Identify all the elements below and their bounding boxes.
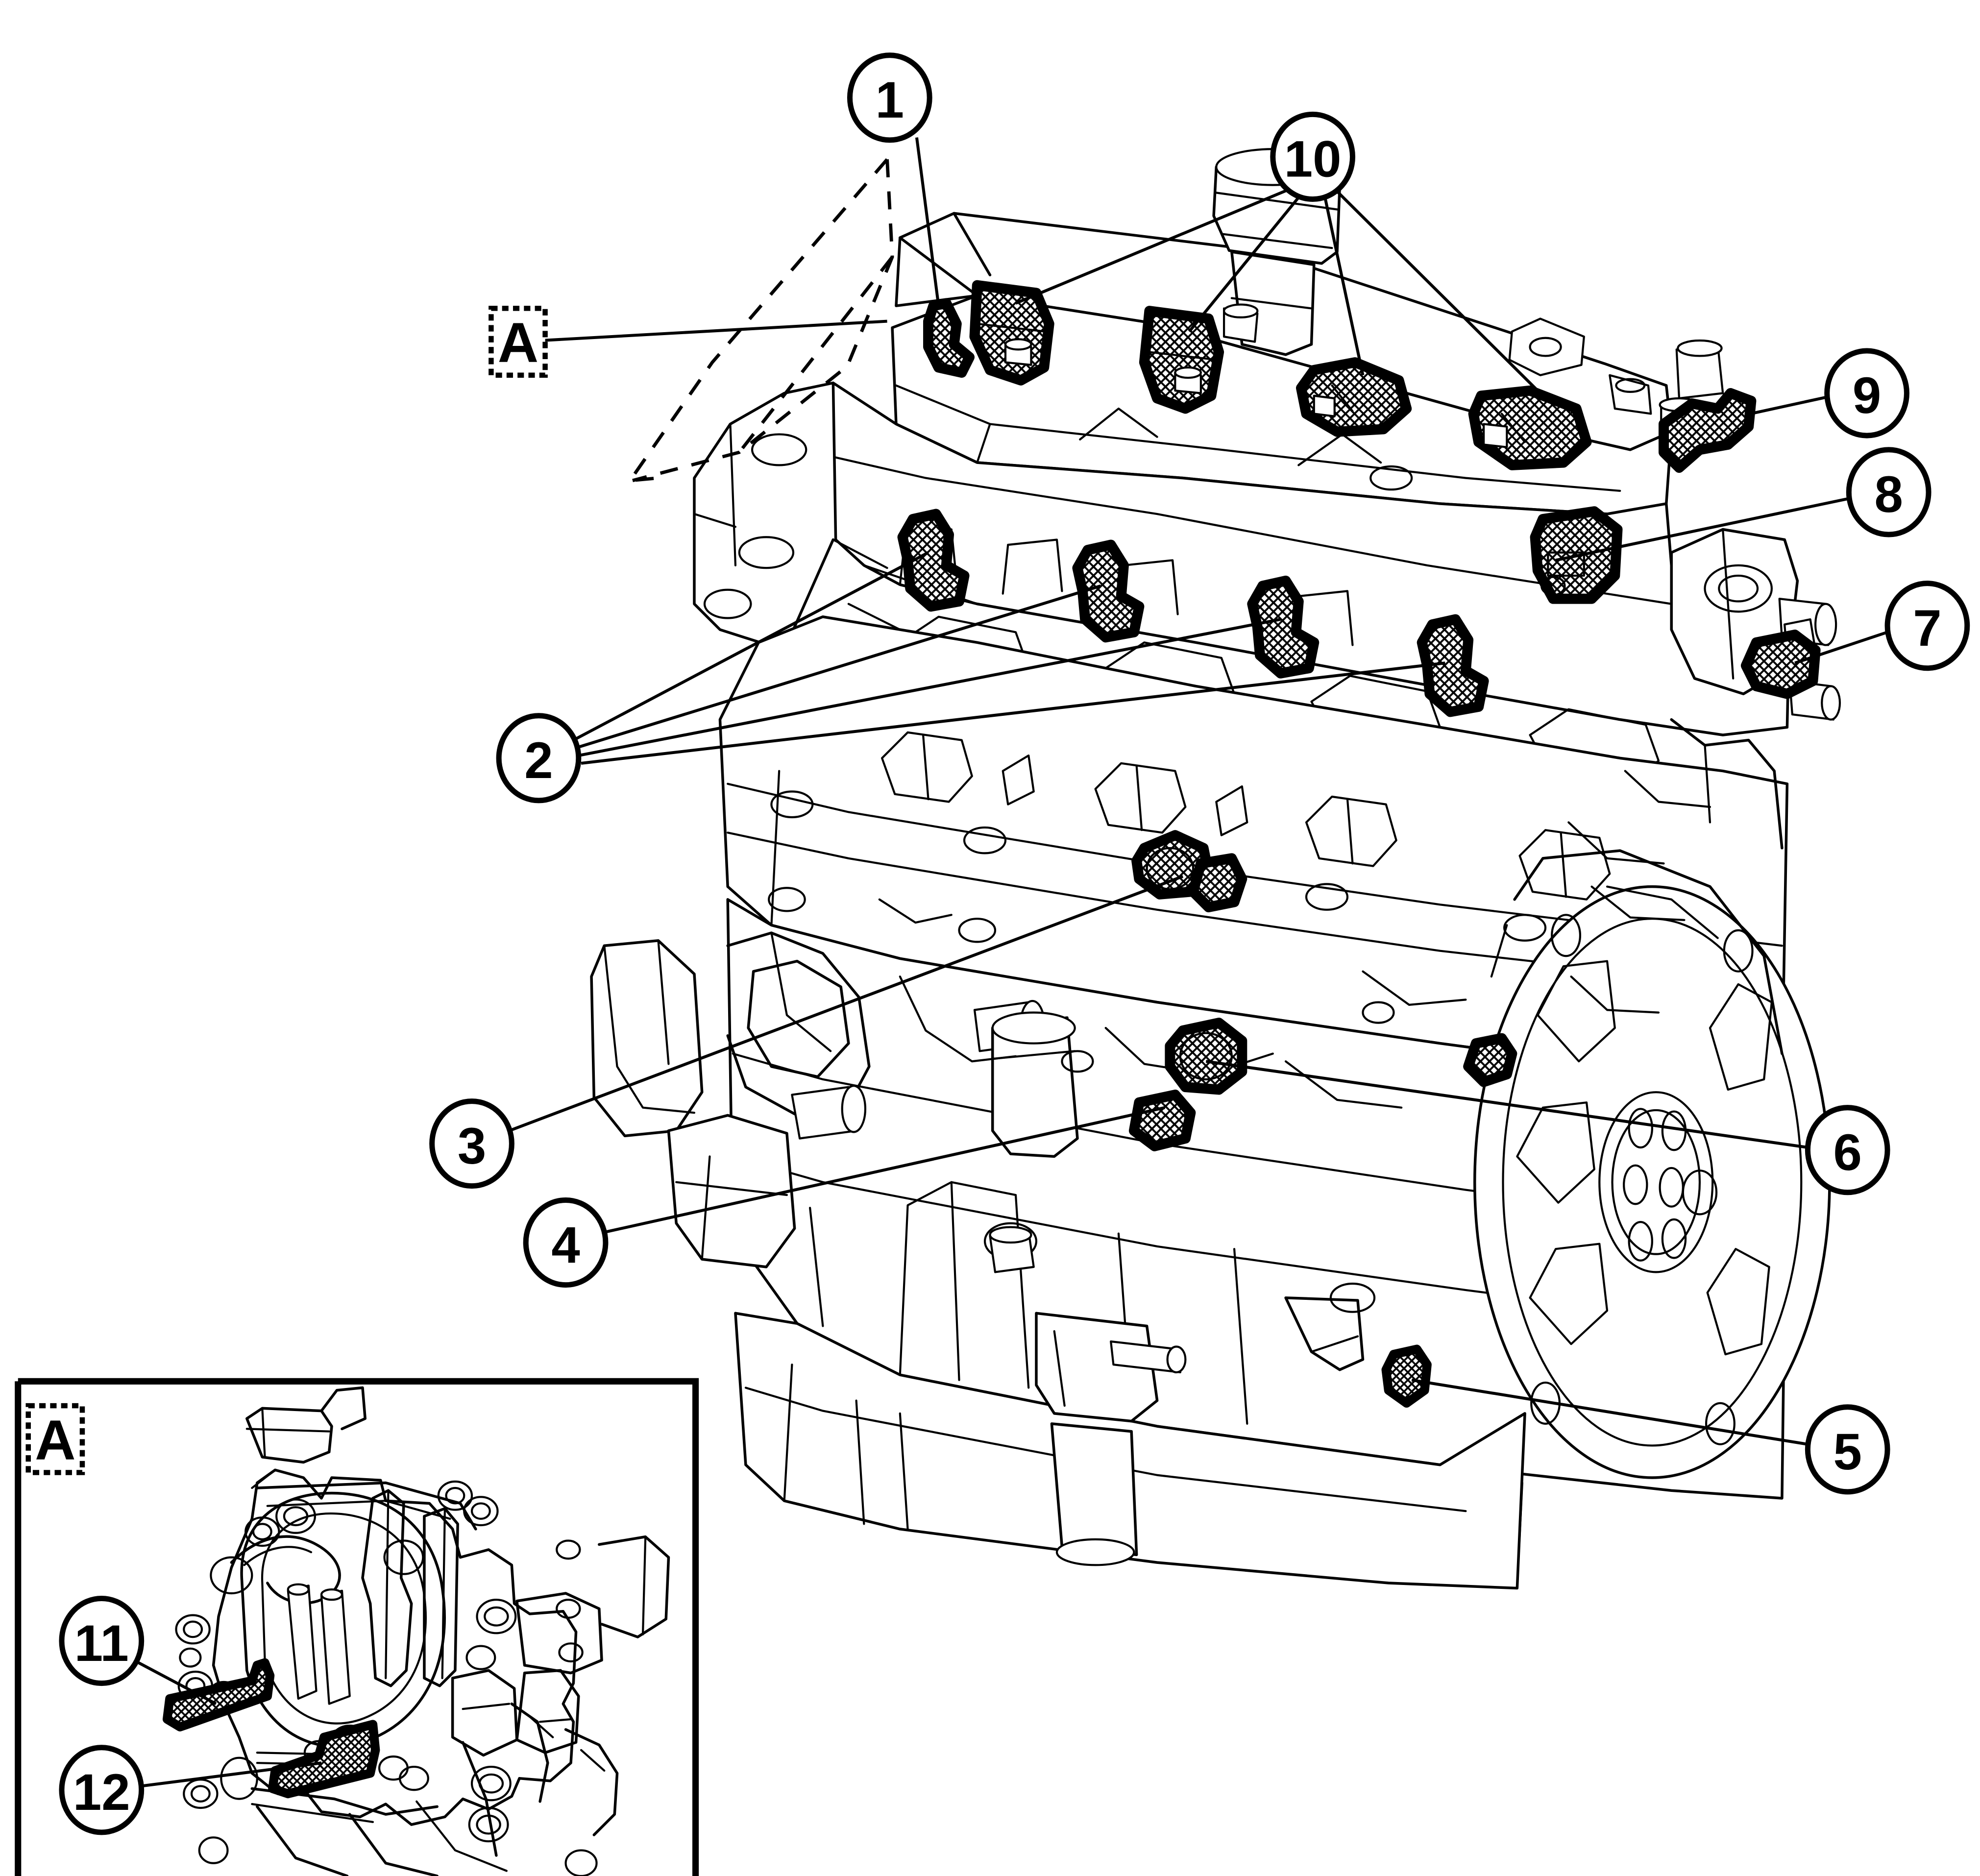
callout-2-label: 2 <box>524 732 553 789</box>
sealant-2-head-plug-seal-1 <box>897 509 970 612</box>
callout-12[interactable]: 12 <box>59 1745 145 1835</box>
detail-marker-a-label: A <box>498 312 538 374</box>
callout-3-label: 3 <box>458 1118 486 1175</box>
callout-3[interactable]: 3 <box>429 1098 514 1189</box>
sealant-12-front-cover-strip <box>268 1720 380 1799</box>
callout-1-label: 1 <box>876 72 904 129</box>
front-cover-casting-detail <box>175 1386 670 1876</box>
sealant-3-block-plug-seal <box>1131 830 1247 913</box>
detail-view-a-frame <box>18 1378 699 1876</box>
sealant-10-cam-cap-seal-c <box>1296 357 1412 437</box>
detail-view-a-label: A <box>35 1409 75 1472</box>
sealant-10-cam-cap-seal-b <box>1139 306 1224 414</box>
callout-leader-lines-main <box>509 137 1888 1446</box>
callout-1[interactable]: 1 <box>847 52 932 143</box>
sealant-7-water-outlet-seal <box>1740 630 1821 699</box>
callout-10[interactable]: 10 <box>1270 111 1355 202</box>
callout-8-label: 8 <box>1875 466 1903 523</box>
callout-5[interactable]: 5 <box>1805 1404 1890 1495</box>
flywheel-drive-plate <box>1473 849 1831 1479</box>
sealant-6-rear-plate-seal <box>1463 1033 1517 1087</box>
callout-8[interactable]: 8 <box>1846 447 1931 537</box>
sealant-5-oil-pan-corner-seal <box>1381 1344 1432 1408</box>
callout-10-label: 10 <box>1284 131 1342 188</box>
callout-6-label: 6 <box>1833 1124 1862 1181</box>
sealant-2-head-plug-seal-2 <box>1072 539 1145 643</box>
callout-11[interactable]: 11 <box>59 1596 145 1686</box>
callout-12-label: 12 <box>73 1764 130 1821</box>
sealant-10-cam-cap-seal-a <box>969 280 1054 386</box>
callout-6[interactable]: 6 <box>1805 1105 1890 1195</box>
engine-main-view: A 1 10 9 8 7 2 3 <box>429 52 1970 1590</box>
callout-2[interactable]: 2 <box>496 713 582 804</box>
callout-5-label: 5 <box>1833 1423 1862 1481</box>
callout-4[interactable]: 4 <box>523 1197 609 1288</box>
detail-view-a-marker: A <box>25 1403 85 1475</box>
callout-leader-lines-detail <box>133 1658 322 1788</box>
sealant-2-head-plug-seal-4 <box>1417 614 1489 717</box>
sealant-4-block-plug-seal <box>1128 1018 1247 1151</box>
sealant-1-front-cover-joint <box>923 298 975 378</box>
callout-9[interactable]: 9 <box>1824 348 1909 439</box>
sealant-11-front-cover-strip <box>162 1658 275 1731</box>
callout-9-label: 9 <box>1853 367 1881 424</box>
oil-pan <box>734 1226 1526 1590</box>
callout-11-label: 11 <box>74 1615 129 1672</box>
callout-7-label: 7 <box>1913 600 1941 657</box>
sealant-10-cam-cap-seal-d <box>1468 385 1592 470</box>
cylinder-block-upper <box>718 615 1789 1083</box>
detail-marker-a-main: A <box>489 306 887 378</box>
callout-4-label: 4 <box>551 1217 580 1274</box>
detail-view-a: A <box>15 1378 699 1876</box>
callout-7[interactable]: 7 <box>1884 581 1970 671</box>
sealant-9-rear-head-seal <box>1658 388 1757 473</box>
sealant-2-head-plug-seal-3 <box>1247 575 1320 679</box>
